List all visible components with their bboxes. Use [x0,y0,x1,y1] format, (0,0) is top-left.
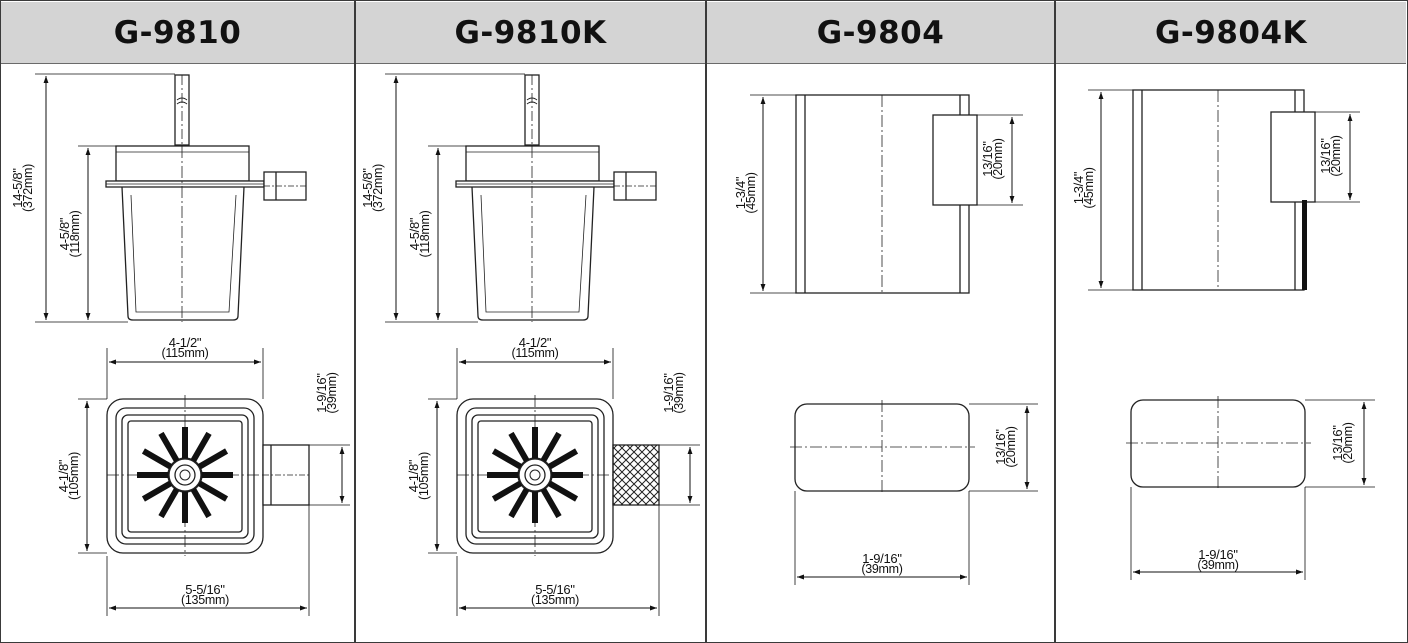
g9810-drawing [35,74,350,616]
dim-blade-thickness: 13/16"(20mm) [1330,408,1355,478]
dim-metric: (39mm) [1197,558,1239,572]
dim-handle-width: 1-9/16"(39mm) [661,358,686,428]
dim-metric: (115mm) [511,346,559,360]
dim-metric: (135mm) [181,593,229,607]
column-divider [705,0,707,643]
g9804k-drawing [1088,89,1375,580]
dim-overall-width: 5-5/16"(135mm) [155,582,255,607]
dim-total-height: 14-5/8"(372mm) [10,153,35,223]
header-label: G-9810 [113,14,242,51]
dim-blade-tab: 13/16"(20mm) [980,124,1005,194]
dim-imperial: 4-1/2" [168,335,202,350]
dim-metric: (39mm) [325,372,339,414]
g9804-drawing [750,94,1038,585]
dim-metric: (20mm) [1341,422,1355,464]
dim-total-height: 14-5/8"(372mm) [360,153,385,223]
dim-metric: (105mm) [417,452,431,500]
dim-body-height: 4-5/8"(118mm) [57,199,82,269]
header-label: G-9804 [816,14,945,51]
dim-metric: (39mm) [672,372,686,414]
dim-metric: (135mm) [531,593,579,607]
dim-metric: (372mm) [371,164,385,212]
dim-imperial: 1-9/16" [1198,547,1238,562]
dim-metric: (20mm) [1004,426,1018,468]
dim-metric: (39mm) [861,562,903,576]
dim-metric: (45mm) [1082,167,1096,209]
header-g9804: G-9804 [707,2,1054,64]
dim-metric: (20mm) [991,138,1005,180]
dim-body-height: 4-5/8"(118mm) [407,199,432,269]
dim-blade-width: 1-9/16"(39mm) [1168,547,1268,572]
header-label: G-9810K [454,14,607,51]
dim-metric: (118mm) [68,210,82,258]
column-divider [354,0,356,643]
dim-imperial: 4-1/2" [518,335,552,350]
dim-blade-width: 1-9/16"(39mm) [832,551,932,576]
dim-imperial: 1-9/16" [862,551,902,566]
dim-metric: (20mm) [1329,135,1343,177]
dim-side-depth: 4-1/8"(105mm) [56,441,81,511]
header-g9810: G-9810 [1,2,354,64]
column-divider [1054,0,1056,643]
dim-top-width: 4-1/2"(115mm) [135,335,235,360]
dim-blade-thickness: 13/16"(20mm) [993,412,1018,482]
dim-metric: (45mm) [744,172,758,214]
dim-metric: (118mm) [418,210,432,258]
dim-metric: (105mm) [67,452,81,500]
dim-side-depth: 4-1/8"(105mm) [406,441,431,511]
header-g9810k: G-9810K [356,2,705,64]
dim-top-width: 4-1/2"(115mm) [485,335,585,360]
header-label: G-9804K [1154,14,1308,51]
dim-handle-width: 1-9/16"(39mm) [314,358,339,428]
dim-metric: (372mm) [21,164,35,212]
g9810k-drawing [385,74,700,616]
dim-imperial: 5-5/16" [535,582,575,597]
dim-imperial: 5-5/16" [185,582,225,597]
header-g9804k: G-9804K [1056,2,1406,64]
dim-blade-height: 1-3/4"(45mm) [1071,153,1096,223]
dim-overall-width: 5-5/16"(135mm) [505,582,605,607]
dim-blade-height: 1-3/4"(45mm) [733,158,758,228]
dim-metric: (115mm) [161,346,209,360]
dim-blade-tab: 13/16"(20mm) [1318,121,1343,191]
